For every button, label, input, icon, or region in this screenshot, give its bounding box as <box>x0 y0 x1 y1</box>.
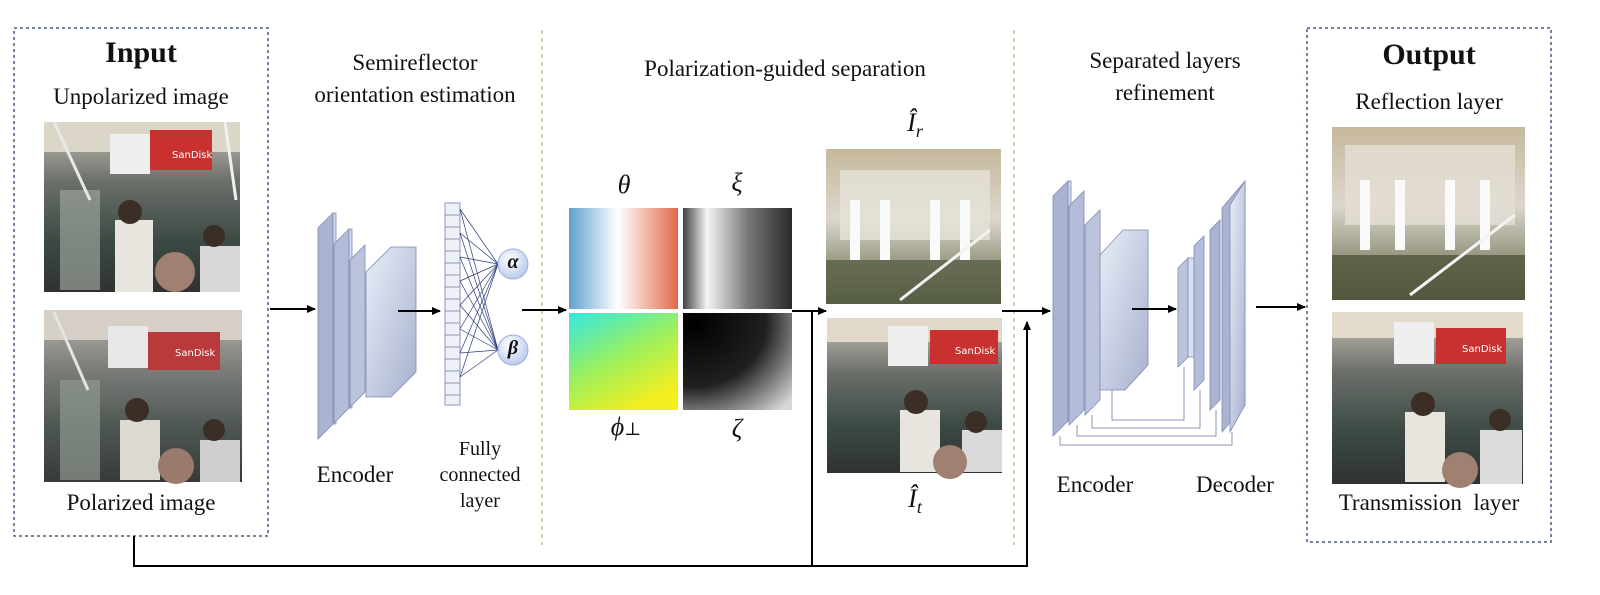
input-title: Input <box>105 36 177 69</box>
encoder-1-layer <box>333 228 350 424</box>
stage3-title-line2: refinement <box>1115 80 1215 105</box>
stage2-title: Polarization-guided separation <box>644 56 926 81</box>
decoder-layer <box>1177 257 1189 368</box>
unpolarized-image: SanDisk <box>44 121 240 292</box>
unpolarized-image-label: Unpolarized image <box>53 84 229 109</box>
theta-map <box>569 208 678 309</box>
encoder-2-layer <box>1084 209 1101 416</box>
sandisk-banner-text: SanDisk <box>955 346 996 357</box>
reflection-layer-label: Reflection layer <box>1355 89 1503 114</box>
zeta-label: ζ <box>731 414 743 443</box>
ir-symbol: Î <box>907 108 916 137</box>
alpha-node <box>497 248 529 280</box>
encoder-1-layers <box>317 212 417 440</box>
decoder-layer <box>1229 179 1246 434</box>
sandisk-banner-text: SanDisk <box>1462 344 1503 355</box>
polarized-image-label: Polarized image <box>66 490 216 515</box>
decoder-label: Decoder <box>1196 472 1274 497</box>
it-hat-label: Ît <box>890 484 940 518</box>
fc-connections <box>459 208 499 378</box>
unet-skip-connections <box>1059 367 1233 446</box>
decoder-layer <box>1209 219 1221 411</box>
stage1-title-line1: Semireflector <box>352 50 478 75</box>
encoder-1-label: Encoder <box>316 462 394 487</box>
decoder-layer <box>1193 235 1205 391</box>
phi-perp-map <box>569 313 678 410</box>
sandisk-banner-text: SanDisk <box>172 150 213 161</box>
alpha-symbol: α <box>507 251 519 273</box>
encoder-2-label: Encoder <box>1056 472 1134 497</box>
zeta-map <box>683 313 792 410</box>
transmission-layer-label: Transmission layer <box>1338 490 1520 515</box>
xi-label: ξ <box>731 168 743 197</box>
encoder-1-layer <box>317 212 334 440</box>
beta-symbol: β <box>507 337 519 359</box>
stage1-title-line2: orientation estimation <box>314 82 516 107</box>
encoder-2-layer <box>1052 180 1069 437</box>
phi-symbol: ϕ <box>610 412 625 441</box>
perp-subscript: ⊥ <box>624 419 642 439</box>
fc-label-line2: connected <box>439 464 521 486</box>
stage3-title-line1: Separated layers <box>1089 48 1241 73</box>
encoder-1-layer <box>365 246 417 398</box>
decoder-layer <box>1187 257 1195 358</box>
decoder-layers <box>1177 179 1246 434</box>
fc-label-line3: layer <box>460 490 500 512</box>
transmission-estimate-image: SanDisk <box>827 318 1002 479</box>
transmission-layer-image: SanDisk <box>1332 312 1523 488</box>
polarized-image: SanDisk <box>44 310 242 484</box>
skip-to-refinement <box>812 321 1031 567</box>
encoder-1-layer <box>349 244 366 408</box>
theta-label: θ <box>617 170 631 199</box>
reflection-estimate-image <box>826 149 1001 304</box>
phi-perp-label: ϕ⊥ <box>596 412 656 442</box>
skip-connection-line <box>133 536 812 567</box>
beta-node <box>497 334 529 366</box>
fully-connected-column <box>444 202 461 406</box>
it-symbol: Î <box>908 484 917 513</box>
input-box <box>13 27 269 537</box>
xi-map <box>683 208 792 309</box>
output-title: Output <box>1382 38 1476 71</box>
sandisk-banner-text: SanDisk <box>175 348 216 359</box>
encoder-2-layer <box>1099 229 1149 391</box>
fc-label-line1: Fully <box>458 438 502 460</box>
ir-hat-label: Îr <box>890 108 940 142</box>
reflection-layer-image <box>1332 127 1525 300</box>
encoder-2-layers <box>1052 180 1149 437</box>
output-box <box>1306 27 1552 543</box>
ir-subscript: r <box>915 121 923 142</box>
encoder-2-layer <box>1068 190 1085 426</box>
it-subscript: t <box>916 497 922 518</box>
